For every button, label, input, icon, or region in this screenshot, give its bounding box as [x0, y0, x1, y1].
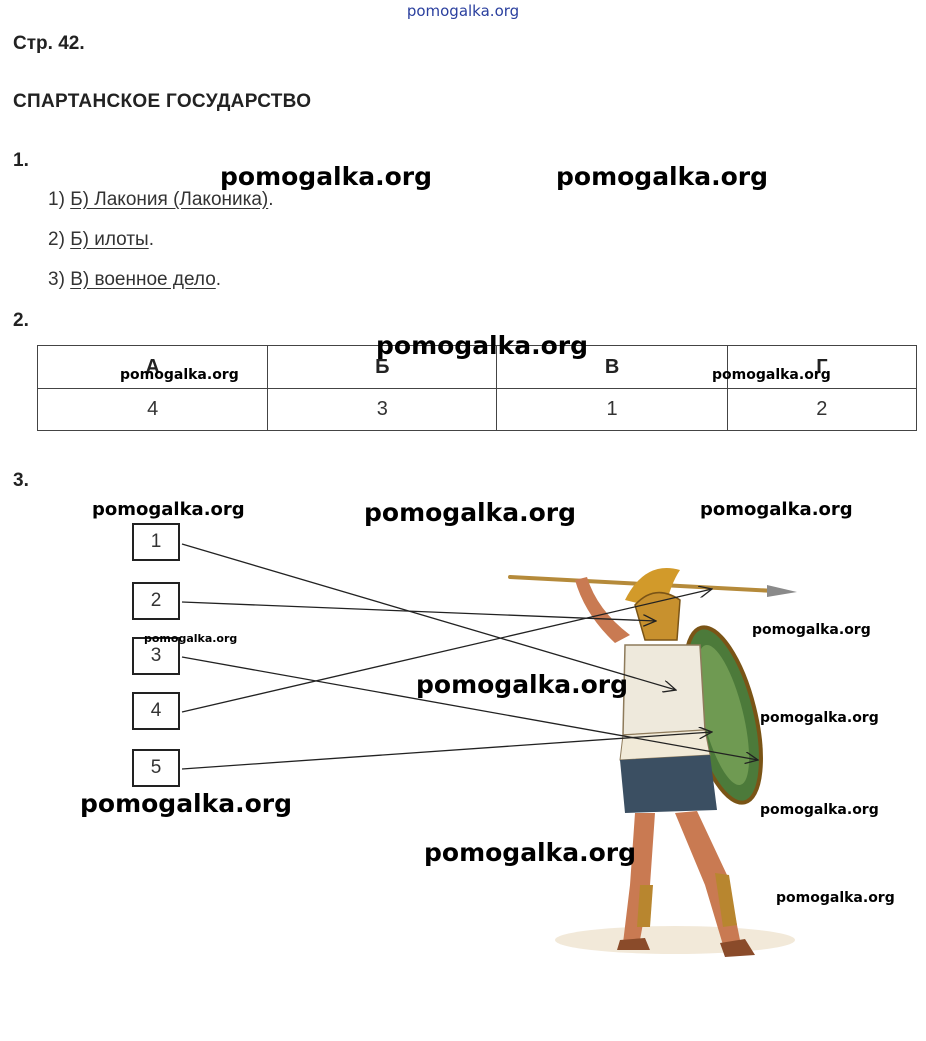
q1-answer-2-end: .: [148, 229, 154, 250]
q1-answer-1-end: .: [268, 189, 274, 210]
top-watermark: pomogalka.org: [406, 2, 520, 20]
q1-answer-2-num: 2): [48, 229, 65, 250]
watermark: pomogalka.org: [760, 710, 879, 726]
question-2-number: 2.: [13, 310, 29, 331]
watermark: pomogalka.org: [712, 367, 831, 383]
spartan-warrior-illustration: [508, 568, 797, 957]
question-3-number: 3.: [13, 470, 29, 491]
q1-answer-3-num: 3): [48, 269, 65, 290]
watermark: pomogalka.org: [220, 162, 433, 191]
watermark: pomogalka.org: [364, 498, 577, 527]
watermark: pomogalka.org: [760, 802, 879, 818]
match-box-4: 4: [132, 692, 180, 730]
watermark: pomogalka.org: [144, 632, 238, 645]
q1-answer-2-text: Б) илоты: [70, 229, 149, 250]
arrow-5-to-sword: [181, 732, 712, 770]
q1-answer-1-text: Б) Лакония (Лаконика): [70, 189, 269, 210]
q1-answer-3: 3) В) военное дело.: [48, 269, 221, 291]
watermark: pomogalka.org: [416, 670, 629, 699]
watermark: pomogalka.org: [376, 331, 589, 360]
watermark: pomogalka.org: [120, 367, 239, 383]
section-title: СПАРТАНСКОЕ ГОСУДАРСТВО: [13, 91, 312, 112]
table-cell: 2: [726, 388, 918, 431]
table-cell: 4: [36, 388, 269, 431]
watermark: pomogalka.org: [752, 622, 871, 638]
table-header-cell: Г: [726, 345, 918, 389]
watermark: pomogalka.org: [80, 789, 293, 818]
watermark: pomogalka.org: [424, 838, 637, 867]
answer-table: А Б В Г 4 3 1 2: [36, 345, 918, 431]
q1-answer-1-num: 1): [48, 189, 65, 210]
match-box-5: 5: [132, 749, 180, 787]
table-cell: 1: [496, 388, 728, 431]
arrow-1-to-armor: [181, 543, 676, 690]
table-row: 4 3 1 2: [36, 388, 918, 431]
arrow-4-to-spear: [181, 589, 712, 713]
arrow-3-to-shield: [181, 656, 758, 760]
watermark: pomogalka.org: [776, 890, 895, 906]
match-box-3: 3: [132, 637, 180, 675]
match-box-2: 2: [132, 582, 180, 620]
watermark: pomogalka.org: [92, 499, 245, 520]
watermark: pomogalka.org: [700, 499, 853, 520]
q1-answer-1: 1) Б) Лакония (Лаконика).: [48, 189, 274, 211]
question-1-number: 1.: [13, 150, 29, 171]
table-header-row: А Б В Г: [36, 345, 918, 389]
match-box-1: 1: [132, 523, 180, 561]
arrow-2-to-helmet: [181, 601, 656, 621]
page-reference: Стр. 42.: [13, 33, 85, 54]
q1-answer-3-text: В) военное дело: [70, 269, 216, 290]
q1-answer-2: 2) Б) илоты.: [48, 229, 154, 251]
q1-answer-3-end: .: [215, 269, 222, 290]
table-cell: 3: [267, 388, 498, 431]
watermark: pomogalka.org: [556, 162, 769, 191]
